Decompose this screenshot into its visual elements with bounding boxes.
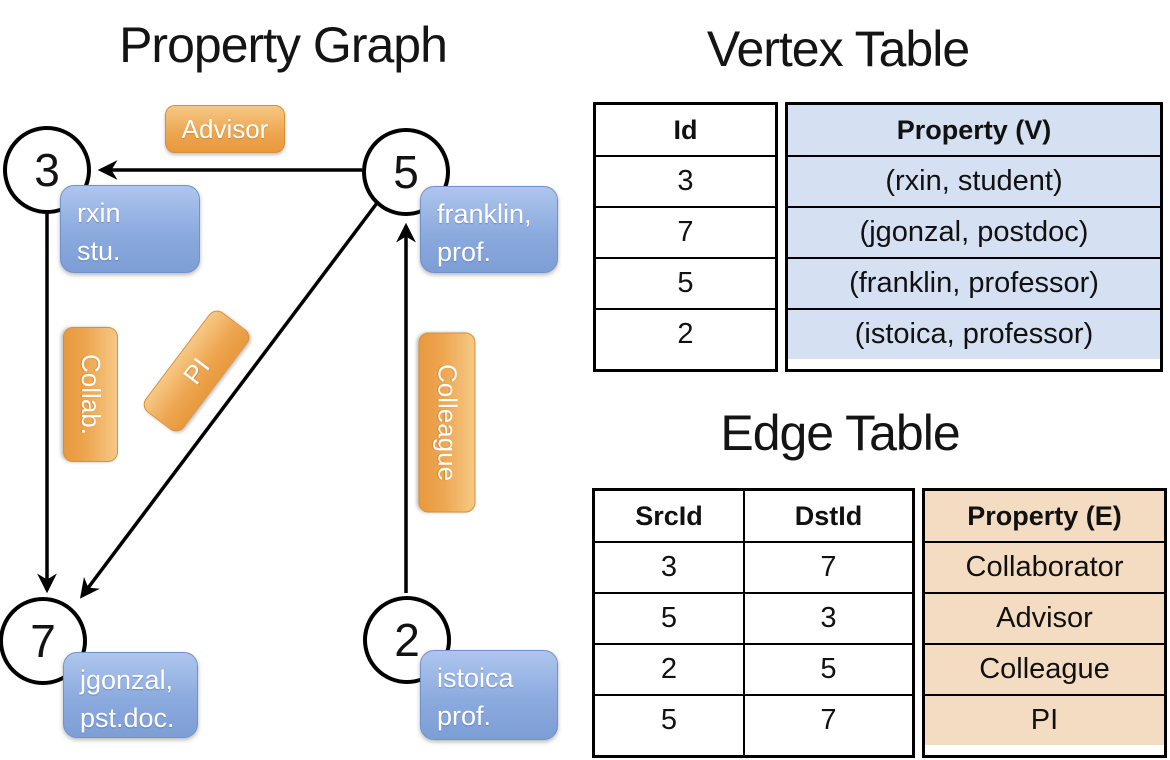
vertex-table-id-cell: 5 <box>596 257 775 308</box>
edge-label-colleague: Colleague <box>418 332 476 513</box>
edge-label-collab: Collab. <box>63 327 118 462</box>
edge-table-srcid-header: SrcId <box>635 500 703 531</box>
vertex-table-property-header: Property (V) <box>788 105 1160 155</box>
edge-table-property-cell: Collaborator <box>925 541 1164 592</box>
edge-table-dstid-cell: 7 <box>745 541 912 592</box>
vertex-property-line: rxin <box>77 198 121 228</box>
graph-node-2: 2 <box>363 596 451 684</box>
vertex-property-box-rxin: rxin stu. <box>60 185 200 273</box>
edge-table-src-dst-columns: SrcId 3 5 2 5 DstId 7 3 5 7 <box>592 488 915 758</box>
property-graph-title: Property Graph <box>119 17 448 73</box>
node-id: 5 <box>393 146 419 198</box>
edge-table-title: Edge Table <box>720 405 960 461</box>
node-id: 3 <box>34 144 60 196</box>
edge-table-property-cell: Colleague <box>925 643 1164 694</box>
vertex-table-property-cell: (rxin, student) <box>788 155 1160 206</box>
vertex-table-title: Vertex Table <box>706 21 970 77</box>
vertex-table-id-header: Id <box>673 114 698 145</box>
edge-table-srcid-cell: 2 <box>595 643 743 694</box>
node-id: 2 <box>394 614 420 666</box>
vertex-property-line: prof. <box>437 237 492 268</box>
edge-table-dstid-cell: 5 <box>745 643 912 694</box>
edge-table-dstid-header: DstId <box>794 500 863 531</box>
vertex-table-property-cell: (franklin, professor) <box>788 257 1160 308</box>
vertex-table-property-column: Property (V) (rxin, student) (jgonzal, p… <box>785 102 1163 372</box>
edge-table-srcid-cell: 5 <box>595 694 743 745</box>
vertex-property-line: prof. <box>437 701 492 732</box>
vertex-property-line: franklin, <box>437 199 532 229</box>
vertex-property-box-franklin: franklin, prof. <box>420 186 558 273</box>
edge-table-property-cell: Advisor <box>925 592 1164 643</box>
edge-table-srcid-cell: 3 <box>595 541 743 592</box>
edge-table-property-header: Property (E) <box>925 491 1164 541</box>
edge-table-dstid-cell: 7 <box>745 694 912 745</box>
graph-edges-layer <box>37 160 416 599</box>
vertex-property-line: stu. <box>77 236 121 267</box>
graph-node-5: 5 <box>362 128 450 216</box>
node-id: 7 <box>30 615 56 667</box>
vertex-property-box-istoica: istoica prof. <box>420 650 558 740</box>
edge-table-srcid-cell: 5 <box>595 592 743 643</box>
vertex-property-line: jgonzal, <box>80 665 174 695</box>
vertex-table-id-cell: 7 <box>596 206 775 257</box>
vertex-table-property-cell: (istoica, professor) <box>788 308 1160 359</box>
vertex-table-id-cell: 2 <box>596 308 775 359</box>
vertex-table-property-cell: (jgonzal, postdoc) <box>788 206 1160 257</box>
vertex-property-line: pst.doc. <box>80 703 175 734</box>
vertex-table-id-column: Id 3 7 5 2 <box>593 102 778 372</box>
vertex-property-line: istoica <box>437 663 514 693</box>
edge-label-advisor: Advisor <box>165 105 285 153</box>
vertex-table-id-cell: 3 <box>596 155 775 206</box>
edge-table-property-cell: PI <box>925 694 1164 745</box>
edge-pi-arrow <box>80 201 379 599</box>
edge-table-property-column: Property (E) Collaborator Advisor Collea… <box>922 488 1167 758</box>
edge-table-dstid-cell: 3 <box>745 592 912 643</box>
vertex-property-box-jgonzal: jgonzal, pst.doc. <box>63 652 198 738</box>
